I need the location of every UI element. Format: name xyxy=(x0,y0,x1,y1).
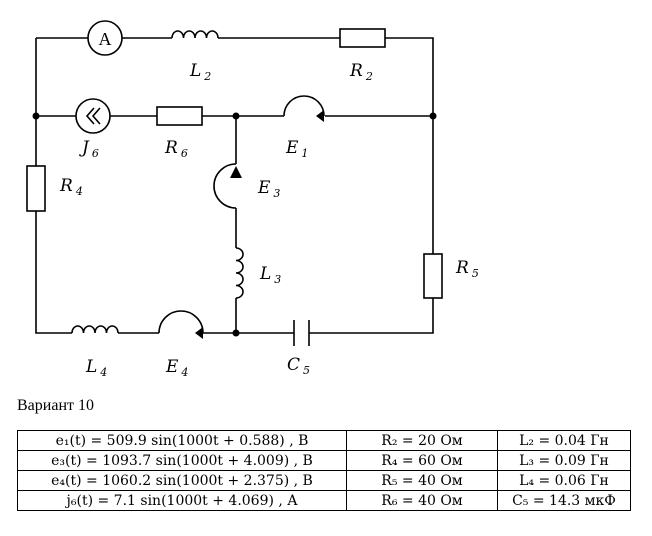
resistance-cell: R₄ = 60 Ом xyxy=(346,450,498,471)
ammeter: A xyxy=(87,20,123,56)
table-row: j₆(t) = 7.1 sin(1000t + 4.069) , A R₆ = … xyxy=(17,490,631,511)
resistance-cell: R₅ = 40 Ом xyxy=(346,470,498,491)
capacitor-c5 xyxy=(293,320,310,346)
inductor-l4 xyxy=(71,325,119,334)
node-dot xyxy=(32,112,40,120)
table-row: e₁(t) = 509.9 sin(1000t + 0.588) , B R₂ … xyxy=(17,430,631,451)
resistor-r5 xyxy=(423,253,443,299)
node-dot xyxy=(232,112,240,120)
resistor-r6 xyxy=(156,106,203,126)
voltage-source-e4 xyxy=(158,310,204,339)
parameters-table: e₁(t) = 509.9 sin(1000t + 0.588) , B R₂ … xyxy=(17,430,631,511)
source-cell: e₄(t) = 1060.2 sin(1000t + 2.375) , B xyxy=(17,470,347,491)
reactive-cell: L₄ = 0.06 Гн xyxy=(497,470,631,491)
voltage-source-e1 xyxy=(283,95,325,122)
inductor-l2 xyxy=(171,30,219,39)
reactive-cell: C₅ = 14.3 мкФ xyxy=(497,490,631,511)
resistance-cell: R₂ = 20 Ом xyxy=(346,430,498,451)
inductor-l3 xyxy=(235,247,244,299)
source-cell: j₆(t) = 7.1 sin(1000t + 4.069) , A xyxy=(17,490,347,511)
node-dot xyxy=(429,112,437,120)
resistance-cell: R₆ = 40 Ом xyxy=(346,490,498,511)
source-cell: e₃(t) = 1093.7 sin(1000t + 4.009) , B xyxy=(17,450,347,471)
reactive-cell: L₃ = 0.09 Гн xyxy=(497,450,631,471)
svg-text:A: A xyxy=(99,29,112,49)
voltage-source-e3 xyxy=(213,163,242,209)
table-row: e₄(t) = 1060.2 sin(1000t + 2.375) , B R₅… xyxy=(17,470,631,491)
resistor-r2 xyxy=(339,28,386,48)
table-row: e₃(t) = 1093.7 sin(1000t + 4.009) , B R₄… xyxy=(17,450,631,471)
wires xyxy=(35,37,434,334)
node-dot xyxy=(232,329,240,337)
current-source-j6 xyxy=(75,98,111,134)
reactive-cell: L₂ = 0.04 Гн xyxy=(497,430,631,451)
resistor-r4 xyxy=(26,165,46,212)
source-cell: e₁(t) = 509.9 sin(1000t + 0.588) , B xyxy=(17,430,347,451)
variant-title: Вариант 10 xyxy=(17,397,94,414)
